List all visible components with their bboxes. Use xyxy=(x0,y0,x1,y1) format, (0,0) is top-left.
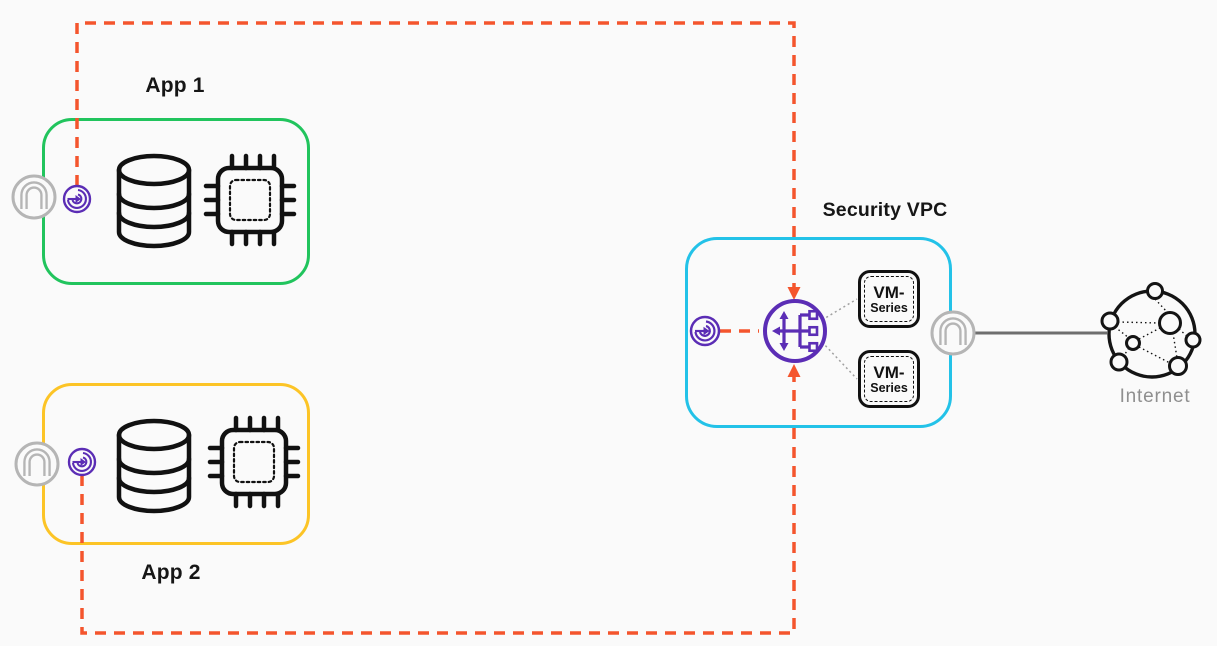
vm-series-label-line2: Series xyxy=(870,300,908,315)
security-vpc-title: Security VPC xyxy=(822,199,948,221)
vm-series-inner-dotted-border xyxy=(864,356,914,402)
app1-vpc-box xyxy=(42,118,310,285)
vm-series-label-line1: VM- xyxy=(873,282,905,302)
internet-label: Internet xyxy=(1119,386,1191,407)
app1-title: App 1 xyxy=(145,74,205,97)
internet-globe-icon xyxy=(1100,282,1202,379)
vm-series-inner-dotted-border xyxy=(864,276,914,322)
vm-series-box-2: VM- Series xyxy=(858,350,920,408)
app2-title: App 2 xyxy=(141,561,201,584)
vm-series-label-line1: VM- xyxy=(873,362,905,382)
vm-series-label-line2: Series xyxy=(870,380,908,395)
app2-vpc-box xyxy=(42,383,310,545)
vm-series-box-1: VM- Series xyxy=(858,270,920,328)
